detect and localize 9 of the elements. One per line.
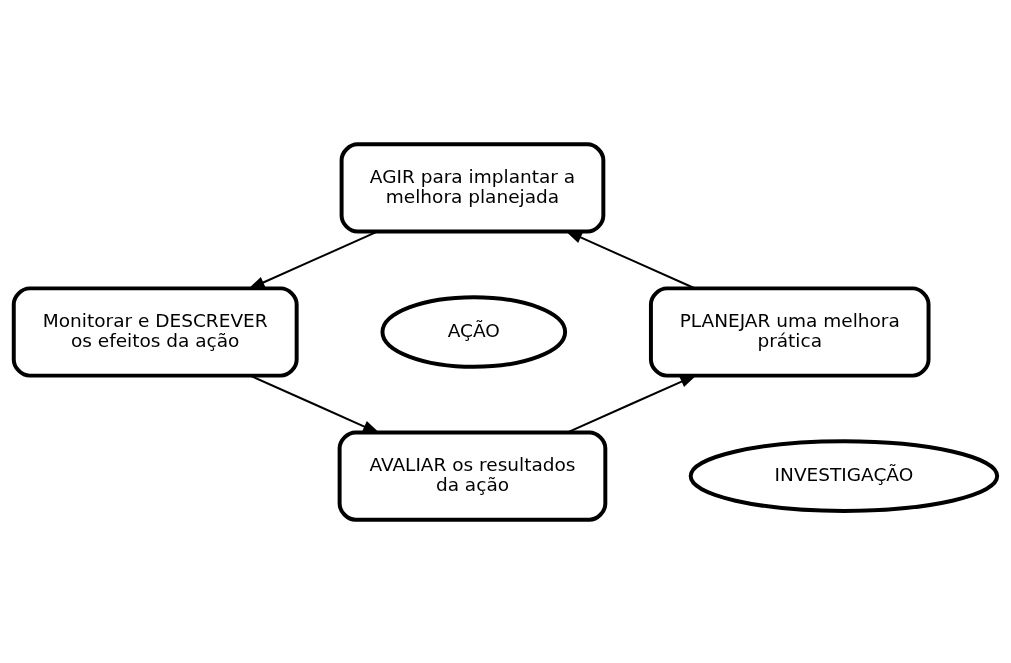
arrow (249, 374, 381, 434)
arrow (566, 374, 698, 433)
arrow (247, 230, 379, 289)
node-ellipse: INVESTIGAÇÃO (688, 438, 1000, 513)
node-box: Monitorar e DESCREVER os efeitos da ação (11, 285, 299, 378)
node-box: PLANEJAR uma melhora prática (648, 285, 931, 378)
node-ellipse: AÇÃO (380, 294, 568, 369)
node-box: AVALIAR os resultados da ação (337, 430, 608, 522)
node-box: AGIR para implantar a melhora planejada (339, 141, 606, 233)
